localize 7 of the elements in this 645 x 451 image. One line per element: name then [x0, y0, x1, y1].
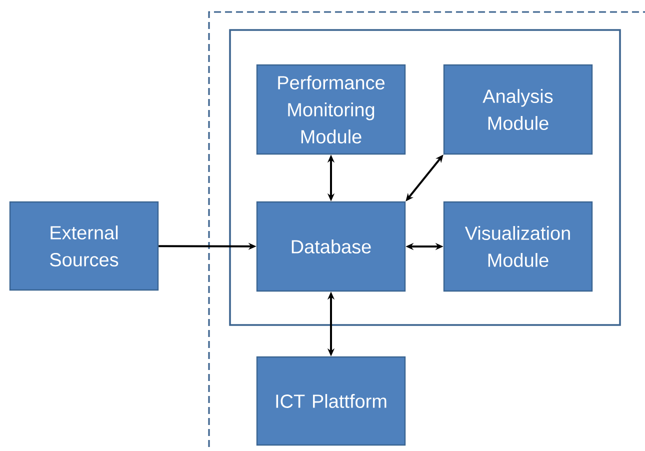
module-box: External Sources — [9, 201, 159, 291]
module-box: Visualization Module — [443, 201, 593, 292]
module-box: ICT Plattform — [256, 356, 406, 446]
module-box: Database — [256, 201, 406, 292]
module-box: Performance Monitoring Module — [256, 64, 406, 155]
module-box: Analysis Module — [443, 64, 593, 155]
system-frame — [229, 29, 621, 326]
